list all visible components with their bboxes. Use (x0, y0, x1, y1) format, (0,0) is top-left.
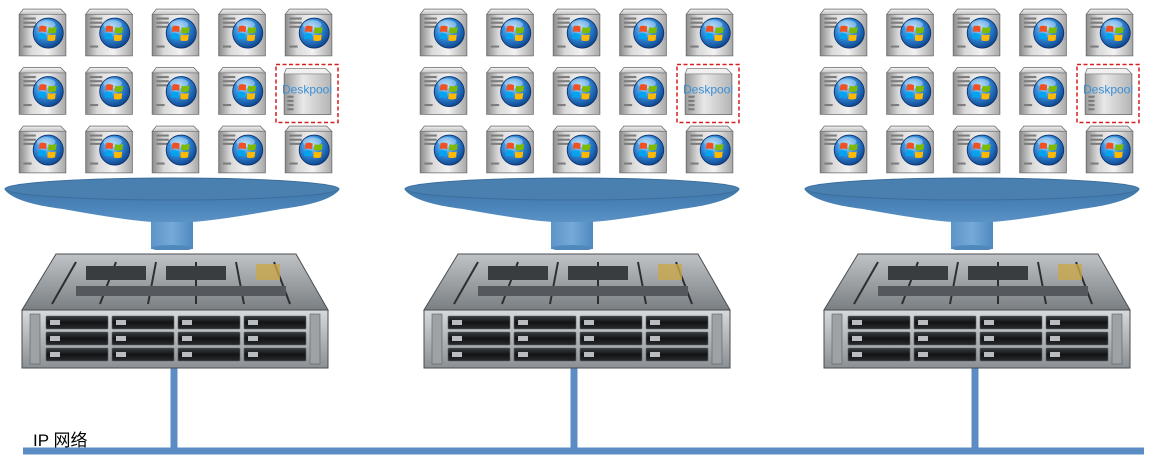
deskpool-highlight-box (275, 63, 339, 124)
rack-server-icon (22, 254, 328, 368)
windows-desktop-icon (486, 125, 534, 174)
windows-desktop-icon (1019, 8, 1067, 57)
windows-desktop-icon (819, 8, 868, 57)
windows-desktop-icon (486, 67, 534, 115)
windows-desktop-icon (819, 67, 868, 115)
windows-desktop-icon (886, 67, 934, 115)
windows-desktop-icon (619, 125, 667, 174)
windows-desktop-icon (419, 125, 468, 174)
windows-desktop-icon (952, 125, 1001, 174)
deskpool-server: Deskpool (275, 63, 339, 124)
windows-desktop-icon (952, 8, 1001, 57)
windows-desktop-icon (218, 125, 266, 174)
windows-desktop-icon (18, 125, 67, 174)
deskpool-server: Deskpool (1076, 63, 1140, 124)
windows-desktop-icon (151, 125, 200, 174)
windows-desktop-icon (151, 8, 200, 57)
windows-desktop-icon (552, 125, 601, 174)
cluster-2: Deskpool (404, 8, 740, 451)
deskpool-server: Deskpool (676, 63, 740, 124)
windows-desktop-icon (85, 125, 133, 174)
windows-desktop-icon (685, 125, 734, 174)
windows-desktop-icon (886, 125, 934, 174)
windows-desktop-icon (552, 67, 601, 115)
windows-desktop-icon (284, 8, 333, 57)
windows-desktop-icon (18, 67, 67, 115)
windows-desktop-icon (486, 8, 534, 57)
cluster-1: Deskpool (4, 8, 340, 451)
windows-desktop-icon (1085, 8, 1134, 57)
deskpool-label: Deskpool (1083, 83, 1133, 97)
windows-desktop-icon (85, 8, 133, 57)
windows-desktop-icon (819, 125, 868, 174)
deskpool-highlight-box (676, 63, 740, 124)
deskpool-label: Deskpool (683, 83, 733, 97)
network-label: IP 网络 (33, 431, 88, 450)
windows-desktop-icon (886, 8, 934, 57)
funnel-icon (4, 177, 340, 250)
funnel-icon (404, 177, 740, 250)
cluster-3: Deskpool (804, 8, 1140, 451)
windows-desktop-icon (284, 125, 333, 174)
rack-server-icon (424, 254, 730, 368)
windows-desktop-icon (952, 67, 1001, 115)
rack-server-icon (824, 254, 1130, 368)
windows-desktop-icon (419, 8, 468, 57)
funnel-icon (804, 177, 1140, 250)
windows-desktop-icon (218, 8, 266, 57)
windows-desktop-icon (419, 67, 468, 115)
windows-desktop-icon (218, 67, 266, 115)
windows-desktop-icon (619, 67, 667, 115)
windows-desktop-icon (151, 67, 200, 115)
deskpool-highlight-box (1076, 63, 1140, 124)
windows-desktop-icon (85, 67, 133, 115)
windows-desktop-icon (18, 8, 67, 57)
windows-desktop-icon (685, 8, 734, 57)
deskpool-label: Deskpool (282, 83, 332, 97)
windows-desktop-icon (552, 8, 601, 57)
windows-desktop-icon (1019, 125, 1067, 174)
windows-desktop-icon (1019, 67, 1067, 115)
windows-desktop-icon (619, 8, 667, 57)
windows-desktop-icon (1085, 125, 1134, 174)
